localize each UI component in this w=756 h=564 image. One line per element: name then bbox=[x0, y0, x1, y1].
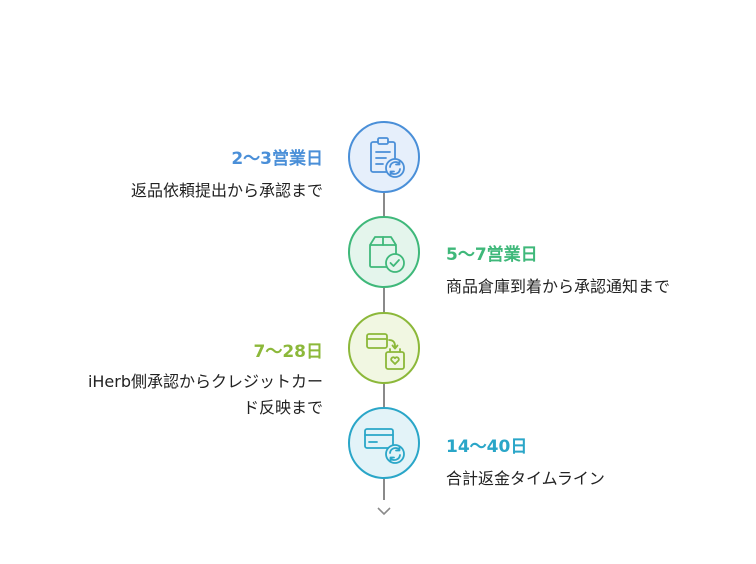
step-1-node bbox=[348, 121, 420, 193]
step-3-period: 7〜28日 bbox=[253, 342, 324, 362]
step-1-period: 2〜3営業日 bbox=[231, 149, 323, 169]
arrow-down-icon bbox=[377, 507, 391, 516]
step-2-period: 5〜7営業日 bbox=[446, 245, 538, 265]
step-1-description: 返品依頼提出から承認まで bbox=[130, 181, 323, 200]
card-to-bag-icon bbox=[366, 333, 405, 370]
step-4-period: 14〜40日 bbox=[446, 437, 528, 457]
step-4-node bbox=[348, 407, 420, 479]
step-3-description-line-1: iHerb側承認からクレジットカー bbox=[87, 372, 323, 391]
step-2-description: 商品倉庫到着から承認通知まで bbox=[446, 277, 671, 296]
step-4-description: 合計返金タイムライン bbox=[446, 469, 605, 488]
step-3-node bbox=[348, 312, 420, 384]
step-3-description-line-2: ド反映まで bbox=[242, 398, 323, 417]
clipboard-refresh-icon bbox=[370, 137, 405, 178]
card-refresh-icon bbox=[364, 428, 405, 464]
step-2-node bbox=[348, 216, 420, 288]
step-3-description: iHerb側承認からクレジットカー ド反映まで bbox=[88, 369, 323, 421]
box-check-icon bbox=[369, 236, 405, 273]
